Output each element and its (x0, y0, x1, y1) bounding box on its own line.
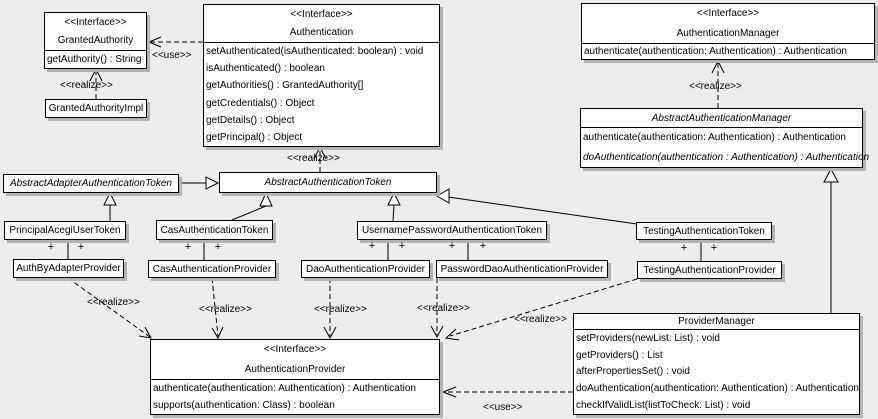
label-realize-abstractmanager: <<realize>> (689, 81, 742, 92)
class-name: CasAuthenticationToken (160, 224, 269, 236)
method: getDetails() : Object (206, 114, 295, 126)
assoc-end-plus: + (368, 240, 376, 252)
class-principal-acegi-user-token: PrincipalAcegiUserToken (4, 221, 126, 240)
class-name: Authentication (289, 27, 354, 39)
edge-realize-testingauthenticationprovider-to-authenticationprovider (444, 278, 638, 341)
edge-use-authentication-to-grantedauthority (147, 36, 203, 48)
method: authenticate(authentication: Authenticat… (584, 46, 847, 57)
edge-gen-testingauthenticationtoken-to-abstracttoken (436, 188, 638, 225)
label-realize-casprovider: <<realize>> (199, 304, 252, 315)
class-authentication-provider: <<Interface>> AuthenticationProvider aut… (150, 339, 440, 415)
class-name: AbstractAdapterAuthenticationToken (10, 178, 172, 189)
label-realize-testingprovider: <<realize>> (514, 314, 567, 325)
class-granted-authority-impl: GrantedAuthorityImpl (45, 99, 147, 118)
edge-realize-abstractauthenticationmanager-to-authenticationmanager (711, 59, 725, 108)
class-username-password-authentication-token: UsernamePasswordAuthenticationToken (357, 221, 547, 240)
method: getCredentials() : Object (206, 97, 315, 109)
method: getAuthority() : String (47, 54, 142, 65)
class-name: DaoAuthenticationProvider (306, 263, 425, 275)
class-name: TestingAuthenticationProvider (643, 264, 776, 276)
class-name: GrantedAuthorityImpl (48, 103, 144, 114)
assoc-end-plus: + (214, 241, 222, 253)
class-auth-by-adapter-provider: AuthByAdapterProvider (13, 259, 124, 278)
class-name: ProviderManager (678, 316, 755, 327)
method: checkIfValidList(listToCheck: List) : vo… (576, 400, 751, 412)
assoc-end-plus: + (479, 240, 487, 252)
method: getAuthorities() : GrantedAuthority[] (206, 80, 364, 92)
class-provider-manager: ProviderManager setProviders(newList: Li… (573, 313, 860, 415)
stereotype: <<Interface>> (263, 344, 327, 356)
assoc-end-plus: + (448, 240, 456, 252)
class-name: PrincipalAcegiUserToken (9, 225, 121, 236)
edge-gen-abstractadaptertoken-to-abstracttoken (179, 176, 220, 190)
label-use-bottom: <<use>> (483, 402, 523, 413)
edge-gen-principalacegiusertoken-to-abstractadaptertoken (103, 191, 117, 221)
class-name: TestingAuthenticationToken (643, 225, 765, 237)
edge-realize-passworddaoauthenticationprovider-to-authenticationprovider (430, 278, 444, 339)
assoc-end-plus: + (184, 241, 192, 253)
label-use-top: <<use>> (152, 50, 192, 61)
assoc-end-plus: + (710, 242, 718, 254)
class-testing-authentication-provider: TestingAuthenticationProvider (637, 261, 782, 279)
method: supports(authentication: Class) : boolea… (153, 400, 335, 411)
class-name: AbstractAuthenticationManager (651, 112, 792, 124)
class-cas-authentication-provider: CasAuthenticationProvider (148, 260, 276, 278)
stereotype: <<Interface>> (64, 16, 127, 28)
method: getPrincipal() : Object (206, 131, 303, 143)
class-password-dao-authentication-provider: PasswordDaoAuthenticationProvider (436, 260, 608, 278)
assoc-end-plus: + (77, 241, 85, 253)
assoc-end-plus: + (398, 240, 406, 252)
class-name: AbstractAuthenticationToken (264, 177, 392, 188)
method: setProviders(newList: List) : void (576, 332, 720, 344)
class-name: CasAuthenticationProvider (152, 263, 272, 275)
method: doAuthentication(authentication: Authent… (576, 383, 859, 395)
edge-gen-casauthenticationtoken-to-abstracttoken (231, 191, 273, 221)
edge-use-providermanager-to-authenticationprovider (441, 386, 573, 398)
edge-realize-authbyadapterprovider-to-authenticationprovider (67, 277, 152, 339)
assoc-end-plus: + (680, 242, 688, 254)
class-cas-authentication-token: CasAuthenticationToken (156, 220, 273, 240)
class-name: AuthByAdapterProvider (16, 263, 121, 274)
method: afterPropertiesSet() : void (576, 366, 690, 378)
class-testing-authentication-token: TestingAuthenticationToken (636, 222, 772, 240)
class-abstract-authentication-token: AbstractAuthenticationToken (219, 172, 437, 193)
edge-realize-grantedauthorityimpl-to-grantedauthority (89, 67, 103, 99)
method: getProviders() : List (576, 349, 663, 361)
edge-realize-abstractauthenticationtoken-to-authentication (313, 145, 327, 172)
class-name: AuthenticationManager (676, 27, 780, 39)
class-name: GrantedAuthority (57, 35, 134, 47)
label-realize-abstracttoken: <<realize>> (287, 153, 340, 164)
stereotype: <<Interface>> (696, 8, 760, 20)
edge-realize-daoauthenticationprovider-to-authenticationprovider (323, 278, 337, 340)
method: doAuthentication(authentication : Authen… (583, 151, 870, 163)
class-granted-authority: <<Interface>> GrantedAuthority getAuthor… (44, 12, 147, 69)
edge-gen-providermanager-to-abstractauthenticationmanager (823, 167, 839, 313)
edge-realize-casauthenticationprovider-to-authenticationprovider (211, 277, 224, 340)
label-realize-passworddaoprovider: <<realize>> (417, 303, 470, 314)
assoc-end-plus: + (47, 241, 55, 253)
method: isAuthenticated() : boolean (206, 63, 325, 75)
method: authenticate(authentication: Authenticat… (153, 383, 416, 394)
class-dao-authentication-provider: DaoAuthenticationProvider (301, 260, 430, 278)
label-realize-grantedauthorityimpl: <<realize>> (60, 80, 113, 91)
class-abstract-authentication-manager: AbstractAuthenticationManager authentica… (580, 108, 870, 168)
edge-gen-usernamepasswordtoken-to-abstracttoken (387, 191, 401, 222)
class-authentication: <<Interface>> Authentication setAuthenti… (203, 4, 440, 147)
stereotype: <<Interface>> (290, 8, 353, 20)
class-authentication-manager: <<Interface>> AuthenticationManager auth… (581, 3, 875, 60)
method: setAuthenticated(isAuthenticated: boolea… (206, 46, 424, 58)
label-realize-authbyadapter: <<realize>> (87, 297, 140, 308)
class-name: UsernamePasswordAuthenticationToken (361, 225, 543, 236)
class-name: PasswordDaoAuthenticationProvider (440, 263, 604, 275)
label-realize-daoprovider: <<realize>> (314, 304, 367, 315)
class-name: AuthenticationProvider (244, 363, 346, 375)
method: authenticate(authentication: Authenticat… (583, 132, 846, 144)
class-abstract-adapter-authentication-token: AbstractAdapterAuthenticationToken (3, 174, 179, 193)
